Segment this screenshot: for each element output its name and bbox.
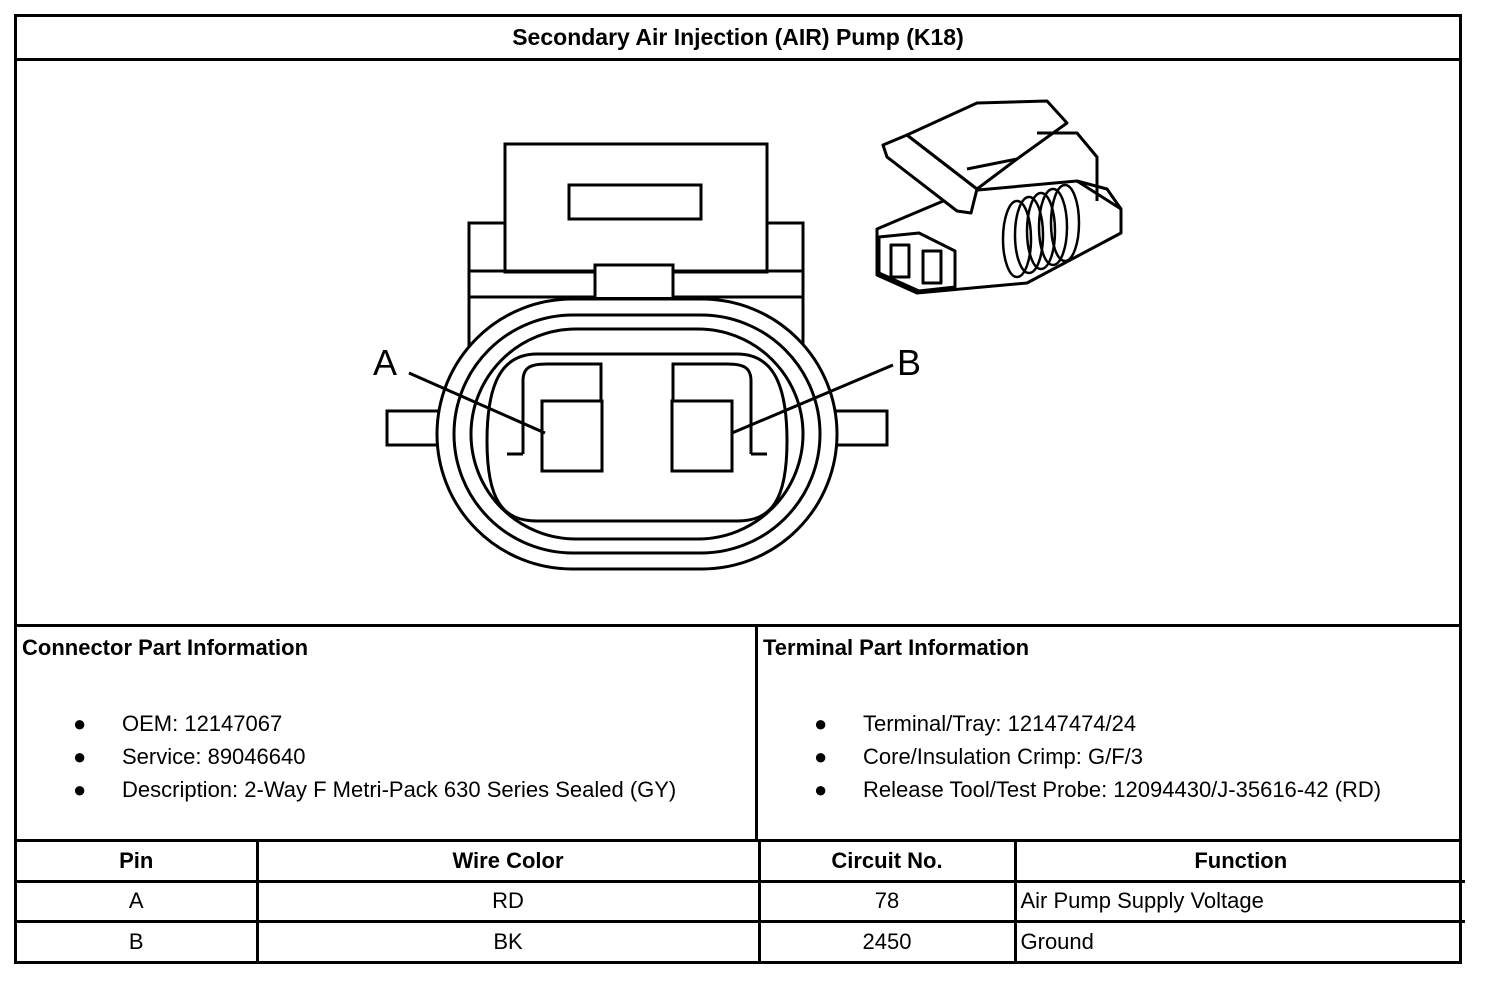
cell-function: Ground [1013,919,1465,961]
body-left-shoulder [467,221,505,381]
latch-window [567,183,703,221]
connector-description: Description: 2-Way F Metri-Pack 630 Seri… [122,777,677,802]
right-ear [833,409,889,447]
iso-cavity-2 [921,249,943,285]
header-function: Function [1013,842,1465,884]
list-item: ● Service: 89046640 [17,740,676,773]
inner-seal [469,327,805,541]
terminal-info-heading: Terminal Part Information [763,635,1030,660]
cell-wire-color: BK [255,919,761,961]
iso-seal-coils [1001,183,1081,279]
terminal-release-tool: Release Tool/Test Probe: 12094430/J-3561… [863,777,1382,802]
connector-drawing: A B [373,99,1123,571]
table-row: A RD 78 Air Pump Supply Voltage [17,880,1465,923]
terminal-part-info: Terminal Part Information ● Terminal/Tray… [758,627,1459,839]
iso-cavity-1 [889,243,911,279]
cell-circuit: 2450 [757,919,1017,961]
terminal-tray: Terminal/Tray: 12147474/24 [863,711,1137,736]
connector-oem: OEM: 12147067 [122,711,283,736]
header-wire-color: Wire Color [255,842,761,884]
terminal-b [670,399,734,473]
bullet-icon: ● [73,711,87,736]
callout-a: A [373,342,397,383]
callout-leader-a [408,371,546,435]
connector-face-view [385,142,894,571]
bullet-icon: ● [73,744,87,769]
bullet-icon: ● [814,744,828,769]
bullet-icon: ● [814,711,828,736]
cell-function: Air Pump Supply Voltage [1013,880,1465,923]
left-ear [385,409,441,447]
latch-block [503,142,769,274]
connector-diagram: A B [17,61,1459,624]
header-circuit-no: Circuit No. [757,842,1017,884]
connector-sheet: Secondary Air Injection (AIR) Pump (K18) [14,14,1465,964]
connector-info-list: ● OEM: 12147067 ● Service: 89046640 ● Descr… [17,707,676,806]
terminal-info-list: ● Terminal/Tray: 12147474/24 ● Core/Insula… [758,707,1381,806]
list-item: ● Description: 2-Way F Metri-Pack 630 Ser… [17,773,676,806]
cell-pin: B [17,919,259,961]
header-pin: Pin [17,842,259,884]
connector-part-info: Connector Part Information ● OEM: 1214706… [17,627,758,839]
connector-isometric-view [875,99,1123,295]
key-tab [593,263,675,297]
terminal-a [540,399,604,473]
callout-b: B [897,342,921,383]
list-item: ● OEM: 12147067 [17,707,676,740]
connector-service: Service: 89046640 [122,744,306,769]
bullet-icon: ● [73,777,87,802]
list-item: ● Core/Insulation Crimp: G/F/3 [758,740,1381,773]
bullet-icon: ● [814,777,828,802]
table-header-row: Pin Wire Color Circuit No. Function [17,842,1465,884]
list-item: ● Release Tool/Test Probe: 12094430/J-356… [758,773,1381,806]
pin-table: Pin Wire Color Circuit No. Function A RD… [17,842,1465,961]
cavity-outline [485,352,789,523]
cell-circuit: 78 [757,880,1017,923]
part-information: Connector Part Information ● OEM: 1214706… [17,624,1459,842]
outer-seal [435,297,839,571]
connector-info-heading: Connector Part Information [22,635,309,660]
page-title: Secondary Air Injection (AIR) Pump (K18) [17,17,1459,61]
cell-wire-color: RD [255,880,761,923]
middle-seal [452,313,822,555]
list-item: ● Terminal/Tray: 12147474/24 [758,707,1381,740]
body-right-shoulder [767,221,805,381]
iso-latch-top [905,99,1069,191]
table-row: B BK 2450 Ground [17,919,1465,961]
callout-leader-b [731,363,894,435]
cell-pin: A [17,880,259,923]
terminal-crimp: Core/Insulation Crimp: G/F/3 [863,744,1143,769]
